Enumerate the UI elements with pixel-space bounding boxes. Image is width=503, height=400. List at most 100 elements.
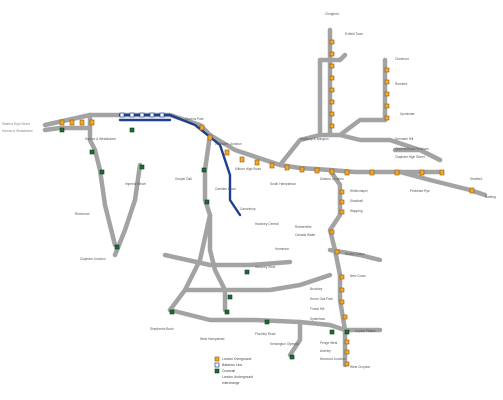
station[interactable] [384,67,390,73]
station[interactable] [329,111,335,117]
station[interactable] [342,314,348,320]
legend-crossrail: Crossrail [222,369,235,373]
legend: London Overground Bakerloo Line Crossrai… [214,356,253,385]
station[interactable] [384,103,390,109]
station[interactable] [394,169,400,176]
station[interactable] [149,112,155,118]
station[interactable] [384,79,390,85]
station[interactable] [439,169,445,176]
label-queens-rd: Queens Road Peckham [395,147,429,151]
station[interactable] [344,169,350,176]
label-camden: Camden Road [215,187,236,191]
line-west-croydon [167,212,213,313]
station[interactable] [369,169,375,176]
overground-lines [42,27,488,368]
station[interactable] [329,168,335,175]
label-denmark: Denmark Hill [395,137,414,141]
label-anerley: Anerley [320,349,331,353]
station[interactable] [119,112,125,118]
label-surrey-quays: Surrey Quays [345,252,365,256]
label-west-hampstead: West Hampstead [200,337,225,341]
legend-crossrail-swatch [214,368,220,374]
label-watford: Watford High Street [2,122,30,126]
station[interactable] [227,294,233,300]
station[interactable] [139,164,145,170]
station[interactable] [339,189,345,195]
station[interactable] [244,269,250,275]
station[interactable] [201,167,207,173]
station[interactable] [284,164,290,171]
station[interactable] [169,309,175,315]
label-canada-water: Canada Water [295,233,316,237]
station[interactable] [129,127,135,133]
station[interactable] [469,187,475,194]
station[interactable] [339,199,345,205]
label-shadwell: Shadwell [350,199,363,203]
station[interactable] [99,169,105,175]
legend-overground-swatch [214,356,220,362]
station[interactable] [129,112,135,118]
station[interactable] [384,91,390,97]
label-gospel-oak: Gospel Oak [175,177,192,181]
station[interactable] [334,249,340,255]
label-brockley: Brockley [310,287,323,291]
station[interactable] [69,119,75,126]
label-crystal-palace: Crystal Palace [355,329,376,333]
station[interactable] [89,149,95,155]
station[interactable] [329,123,335,129]
label-west-croydon: West Croydon [350,365,370,369]
station[interactable] [329,39,335,45]
station[interactable] [339,209,345,215]
station[interactable] [89,119,95,126]
station[interactable] [299,166,305,173]
station[interactable] [79,119,85,126]
station[interactable] [139,112,145,118]
legend-underground: London Underground [222,375,253,379]
station[interactable] [207,134,213,141]
station[interactable] [339,274,345,280]
station[interactable] [329,63,335,69]
station[interactable] [344,329,350,335]
legend-overground: London Overground [222,357,251,361]
station[interactable] [344,339,350,345]
station[interactable] [384,115,390,121]
label-forest-hill: Forest Hill [310,307,325,311]
station[interactable] [329,329,335,335]
station[interactable] [59,127,65,133]
station[interactable] [344,349,350,355]
station[interactable] [329,99,335,105]
station[interactable] [224,309,230,315]
line-enfield [317,52,348,138]
label-shepherds: Shepherds Bush [150,327,174,331]
line-west-trunk-2 [42,125,93,133]
station[interactable] [339,287,345,293]
station[interactable] [419,169,425,176]
line-far-east [397,169,488,198]
station[interactable] [329,51,335,57]
label-sydenham: Sydenham [310,317,326,321]
line-south-loop [182,272,333,293]
stations [59,39,475,367]
station[interactable] [114,244,120,250]
station[interactable] [204,199,210,205]
station[interactable] [329,229,335,235]
label-stratford: Stratford [470,177,482,181]
station[interactable] [344,361,350,367]
station[interactable] [329,75,335,81]
station[interactable] [159,112,165,118]
station[interactable] [254,159,260,166]
station[interactable] [289,354,295,360]
station[interactable] [329,87,335,93]
line-clapham [202,132,228,313]
station[interactable] [199,124,205,131]
line-crossover [162,252,293,268]
station[interactable] [59,119,65,126]
label-enfield: Enfield Town [345,32,363,36]
station[interactable] [269,162,275,169]
station[interactable] [224,149,230,156]
label-queens-park: Queens Park [185,117,204,121]
station[interactable] [339,299,345,305]
station[interactable] [264,319,270,325]
station[interactable] [239,156,245,163]
station[interactable] [314,167,320,174]
